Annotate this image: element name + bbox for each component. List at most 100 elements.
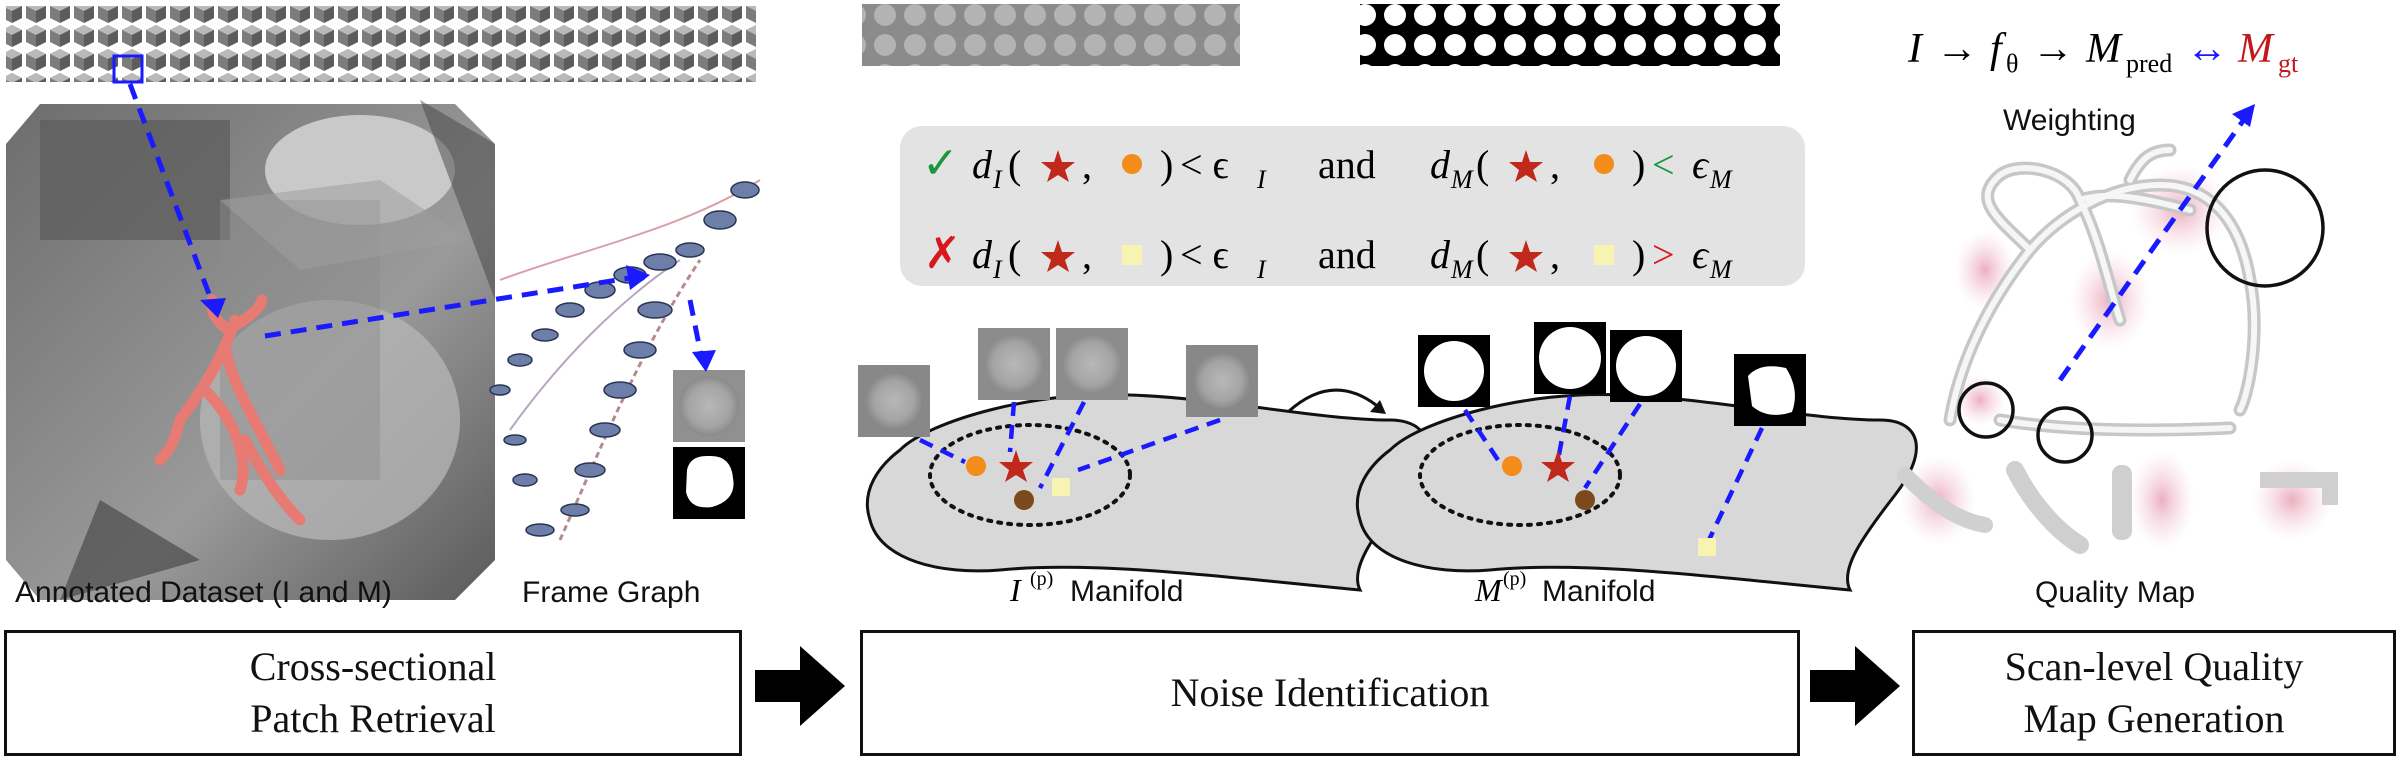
- quality-highlight-circles: [1957, 168, 2325, 464]
- svg-text:< ϵ: < ϵ: [1180, 232, 1229, 277]
- step-quality-map-line2: Map Generation: [2023, 696, 2285, 741]
- svg-text:I: I: [1256, 255, 1267, 284]
- vessel-quality-rendering: [1943, 143, 2261, 437]
- svg-text:M: M: [1450, 255, 1474, 284]
- frame-graph-label: Frame Graph: [522, 576, 700, 609]
- svg-text:<: <: [1652, 142, 1675, 187]
- selected-patch-box: [112, 54, 144, 84]
- svg-text:I: I: [1907, 26, 1924, 72]
- step-patch-retrieval-line2: Patch Retrieval: [250, 696, 496, 741]
- step-quality-map: Scan-level Quality Map Generation: [1912, 630, 2396, 756]
- rule-noisy: ✗ d I ( , ) < ϵ I and d M ( , ) > ϵ M: [924, 229, 1733, 284]
- training-formula: I → f θ → M pred ↔ M gt: [1907, 26, 2299, 78]
- svg-text:→: →: [1936, 26, 1978, 72]
- svg-text:→: →: [2032, 26, 2074, 72]
- svg-text:M: M: [1709, 165, 1733, 194]
- svg-text:(: (: [1476, 142, 1489, 187]
- manifold-i-label: I (p) Manifold: [1009, 568, 1183, 608]
- weighting-arrow: [2057, 116, 2248, 382]
- svg-text:I: I: [1009, 572, 1022, 608]
- mask-patch-strip: [1360, 4, 1780, 66]
- svg-text:(p): (p): [1030, 568, 1053, 590]
- retrieval-arrows: [127, 83, 705, 361]
- orange-dot-icon: [1594, 154, 1614, 174]
- svg-text:ϵ: ϵ: [1692, 142, 1710, 187]
- star-icon: [1041, 150, 1075, 182]
- annotated-dataset-label: Annotated Dataset (I and M): [15, 576, 392, 609]
- quality-map-label: Quality Map: [2035, 576, 2195, 609]
- mask-manifold: [1355, 392, 1918, 592]
- sample-patch-pair: [673, 370, 745, 519]
- mask-manifold-links: [1463, 395, 1765, 543]
- svg-text:I: I: [992, 165, 1003, 194]
- star-icon: [1509, 150, 1543, 182]
- vessel-tree: [154, 294, 306, 526]
- cross-icon: ✗: [924, 229, 961, 278]
- svg-text:,: ,: [1550, 232, 1560, 277]
- svg-text:(: (: [1476, 232, 1489, 277]
- svg-text:ϵ: ϵ: [1692, 232, 1710, 277]
- svg-text:gt: gt: [2278, 49, 2299, 78]
- check-icon: ✓: [922, 139, 959, 188]
- svg-text:): ): [1632, 232, 1645, 277]
- orange-dot-icon: [1122, 154, 1142, 174]
- svg-text:M: M: [1474, 572, 1504, 608]
- svg-text:and: and: [1318, 232, 1376, 277]
- svg-text:Manifold: Manifold: [1542, 575, 1655, 608]
- image-manifold: [865, 392, 1428, 592]
- svg-text:M: M: [1450, 165, 1474, 194]
- flow-arrow-1: [755, 646, 845, 726]
- transition-arrowhead: [1370, 400, 1386, 414]
- yellow-square-icon: [1594, 245, 1614, 265]
- image-manifold-links: [919, 400, 1221, 490]
- step-quality-map-line1: Scan-level Quality: [2004, 644, 2304, 689]
- svg-text:,: ,: [1550, 142, 1560, 187]
- svg-text:,: ,: [1082, 142, 1092, 187]
- image-patch-strip: [862, 4, 1240, 66]
- svg-text:(p): (p): [1503, 568, 1526, 590]
- svg-text:I: I: [1256, 165, 1267, 194]
- manifold-markers: [966, 450, 1716, 556]
- ct-volume-cube: [6, 100, 495, 600]
- svg-text:f: f: [1990, 26, 2007, 72]
- svg-text:I: I: [992, 255, 1003, 284]
- image-manifold-patches: [858, 328, 1258, 437]
- svg-text:↔: ↔: [2186, 26, 2228, 72]
- svg-text:M: M: [1709, 255, 1733, 284]
- svg-text:and: and: [1318, 142, 1376, 187]
- star-icon: [1509, 240, 1543, 272]
- star-icon: [1041, 240, 1075, 272]
- svg-text:pred: pred: [2126, 49, 2172, 78]
- transition-arrow: [1286, 388, 1377, 414]
- step-noise-identification-label: Noise Identification: [1170, 670, 1490, 715]
- step-patch-retrieval: Cross-sectional Patch Retrieval: [4, 630, 742, 756]
- svg-text:>: >: [1652, 232, 1675, 277]
- manifold-m-label: M (p) Manifold: [1474, 568, 1655, 608]
- yellow-square-icon: [1122, 245, 1142, 265]
- svg-text:Manifold: Manifold: [1070, 575, 1183, 608]
- svg-text:θ: θ: [2006, 49, 2018, 78]
- svg-text:d: d: [972, 232, 993, 277]
- rule-consistent: ✓ d I ( , ) < ϵ I and d M ( , ) < ϵ M: [922, 139, 1733, 194]
- step-noise-identification: Noise Identification: [860, 630, 1800, 756]
- svg-text:M: M: [2085, 26, 2123, 72]
- svg-text:): ): [1160, 232, 1173, 277]
- weighting-label: Weighting: [2003, 104, 2136, 137]
- svg-text:(: (: [1008, 232, 1021, 277]
- svg-text:(: (: [1008, 142, 1021, 187]
- patch-thumbnail-strip: [6, 6, 756, 84]
- weighting-arrowhead: [2232, 104, 2255, 127]
- mask-manifold-patches: [1418, 322, 1806, 426]
- step-patch-retrieval-line1: Cross-sectional: [249, 644, 497, 689]
- svg-text:d: d: [1430, 232, 1451, 277]
- svg-text:): ): [1160, 142, 1173, 187]
- svg-text:d: d: [1430, 142, 1451, 187]
- svg-text:,: ,: [1082, 232, 1092, 277]
- flow-arrow-2: [1810, 646, 1900, 726]
- svg-text:d: d: [972, 142, 993, 187]
- svg-text:M: M: [2237, 26, 2275, 72]
- retrieval-arrowheads: [200, 265, 716, 372]
- svg-text:): ): [1632, 142, 1645, 187]
